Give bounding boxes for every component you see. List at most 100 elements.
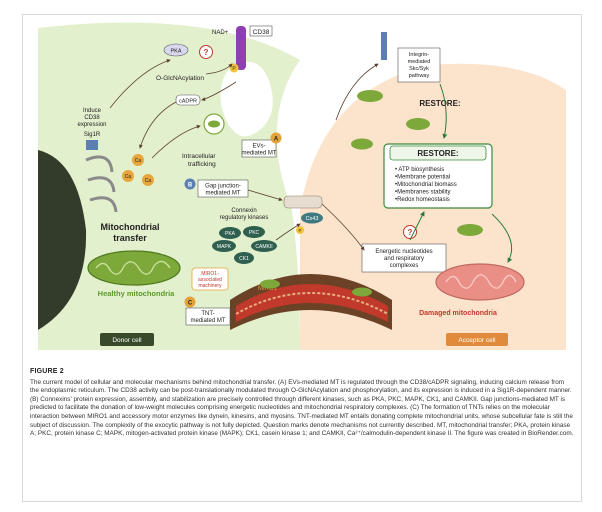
mitochondrial-transfer-diagram: CD38 NAD+ PKA ? P O-GlcNAcylation cADPR …: [38, 22, 566, 350]
miro-line3: machinery: [198, 283, 222, 289]
evs-mt-box: [241, 139, 277, 158]
pka-label: PKA: [170, 49, 181, 55]
energetic-box: [361, 243, 447, 273]
restore-item-2: •Membrane potential: [395, 175, 450, 181]
cadpr-label: cADPR: [179, 99, 197, 105]
arrow-integrin-to-restore: [439, 83, 448, 139]
figure-label: FIGURE 2: [30, 368, 64, 375]
mito-transfer-line1: Mitochondrial: [101, 222, 160, 232]
restore-label: RESTORE:: [419, 99, 460, 108]
phospho-p-2-label: P: [298, 228, 301, 233]
gap-junction-line2: mediated MT: [205, 191, 240, 197]
restore-item-3: •Mitochondrial biomass: [395, 182, 457, 188]
induce-cd38-line2: CD38: [84, 115, 100, 121]
donor-cell-badge: [100, 333, 154, 346]
calcium-ion-1-label: Ca: [135, 158, 142, 164]
energetic-line1: Energetic nucleotides: [375, 249, 432, 255]
arrow-kinases-to-cx43: [275, 223, 301, 241]
cx43-ellipse: [301, 212, 323, 224]
kinase-pka: [219, 227, 241, 239]
badge-a-label: A: [274, 137, 279, 143]
cd38-receptor: [236, 26, 246, 70]
healthy-mito-cristae: [95, 260, 171, 275]
evs-mt-line1: EVs-: [252, 144, 265, 150]
tnt-tube-inner: [236, 284, 388, 322]
cadpr-box: [175, 94, 201, 106]
integrin-line1: Integrin-: [409, 52, 429, 58]
gap-junction-line1: Gap junction-: [205, 184, 241, 190]
integrin-line2: mediated: [408, 59, 431, 65]
healthy-mitochondrion: [87, 250, 181, 286]
connexin-line1: Connexin: [231, 208, 256, 214]
restore-item-4: •Membranes stability: [395, 190, 450, 196]
pka-ellipse: [163, 43, 189, 57]
endoplasmic-reticulum: [85, 155, 118, 213]
donor-cell-label: Donor cell: [112, 337, 142, 344]
miro1-label: MIRO1: [258, 286, 278, 292]
restore-title-box: [389, 145, 487, 161]
acceptor-mito-1: [357, 90, 383, 102]
arrow-to-damaged: [491, 213, 513, 263]
badge-a: [270, 132, 282, 144]
mito-transfer-line2: transfer: [113, 233, 147, 243]
tnt-mito-1: [260, 279, 280, 289]
arrow-cd38-to-cadpr: [201, 81, 237, 101]
badge-c-label: C: [188, 301, 193, 307]
kinase-pkc-label: PKC: [249, 230, 260, 236]
damaged-mito-cristae: [445, 274, 517, 289]
question-mark-2-label: ?: [408, 228, 413, 237]
intracellular-line1: Intracellular: [182, 153, 216, 160]
badge-b-label: B: [188, 183, 193, 189]
damaged-mito-label: Damaged mitochondria: [419, 310, 497, 317]
question-mark-1: [199, 45, 213, 59]
donor-nucleus: [38, 150, 87, 330]
calcium-ion-2: [122, 170, 134, 182]
phospho-p-1-label: P: [232, 66, 236, 72]
miro-line2: associated: [198, 277, 222, 283]
miro-machinery-box: [191, 267, 229, 291]
tnt-line1: TNT-: [201, 311, 214, 317]
arrow-ogln-to-cd38: [205, 63, 233, 75]
induce-cd38-line3: expression: [77, 122, 106, 128]
induce-cd38-line1: Induce: [83, 108, 102, 114]
arrow-gap-to-channel: [247, 189, 283, 202]
acceptor-mito-3: [351, 138, 373, 150]
arrow-channel-to-energetic: [321, 203, 365, 251]
caption-text: The current model of cellular and molecu…: [30, 378, 574, 438]
arrow-mito-to-integrin: [335, 63, 379, 121]
damaged-mitochondrion: [435, 263, 525, 301]
cx43-label: Cx43: [306, 216, 319, 222]
kinase-mapk-label: MAPK: [217, 244, 232, 250]
integrin-line4: pathway: [409, 73, 430, 79]
integrin-receptor: [381, 32, 387, 60]
integrin-box: [397, 47, 441, 83]
energetic-line3: complexes: [390, 263, 419, 269]
acceptor-cell-label: Acceptor cell: [458, 337, 496, 344]
arrow-ca-to-ev: [151, 124, 201, 159]
arrow-induce-to-cd38: [109, 59, 171, 109]
question-mark-1-label: ?: [204, 48, 209, 57]
restore-item-5: •Redox homeostasis: [395, 197, 450, 203]
arrow-energetic-to-restore: [409, 211, 425, 241]
acceptor-mito-4: [457, 224, 483, 236]
calcium-ion-3-label: Ca: [145, 178, 152, 184]
kinase-ck1-label: CK1: [239, 256, 249, 262]
cd38-label-box: [249, 25, 273, 37]
tnt-mito-2: [352, 287, 372, 297]
restore-item-1: • ATP biosynthesis: [395, 167, 444, 173]
nad-label: NAD+: [212, 30, 229, 36]
sig1r-receptor: [86, 140, 98, 150]
question-mark-2: [403, 225, 417, 239]
acceptor-cell-badge: [446, 333, 508, 346]
cd38-label: CD38: [253, 29, 270, 36]
connexin-line2: regulatory kinases: [220, 215, 269, 221]
ev-mito: [208, 120, 220, 128]
phospho-p-2: [296, 226, 304, 234]
evs-mt-line2: mediated MT: [241, 151, 276, 157]
miro-line1: MIRO1-: [201, 271, 219, 277]
healthy-mito-label: Healthy mitochondria: [98, 289, 176, 298]
acceptor-mito-2: [406, 118, 430, 130]
intracellular-line2: trafficking: [188, 161, 216, 168]
o-glcnacylation-label: O-GlcNAcylation: [156, 75, 204, 82]
sig1r-label: Sig1R: [84, 132, 101, 138]
